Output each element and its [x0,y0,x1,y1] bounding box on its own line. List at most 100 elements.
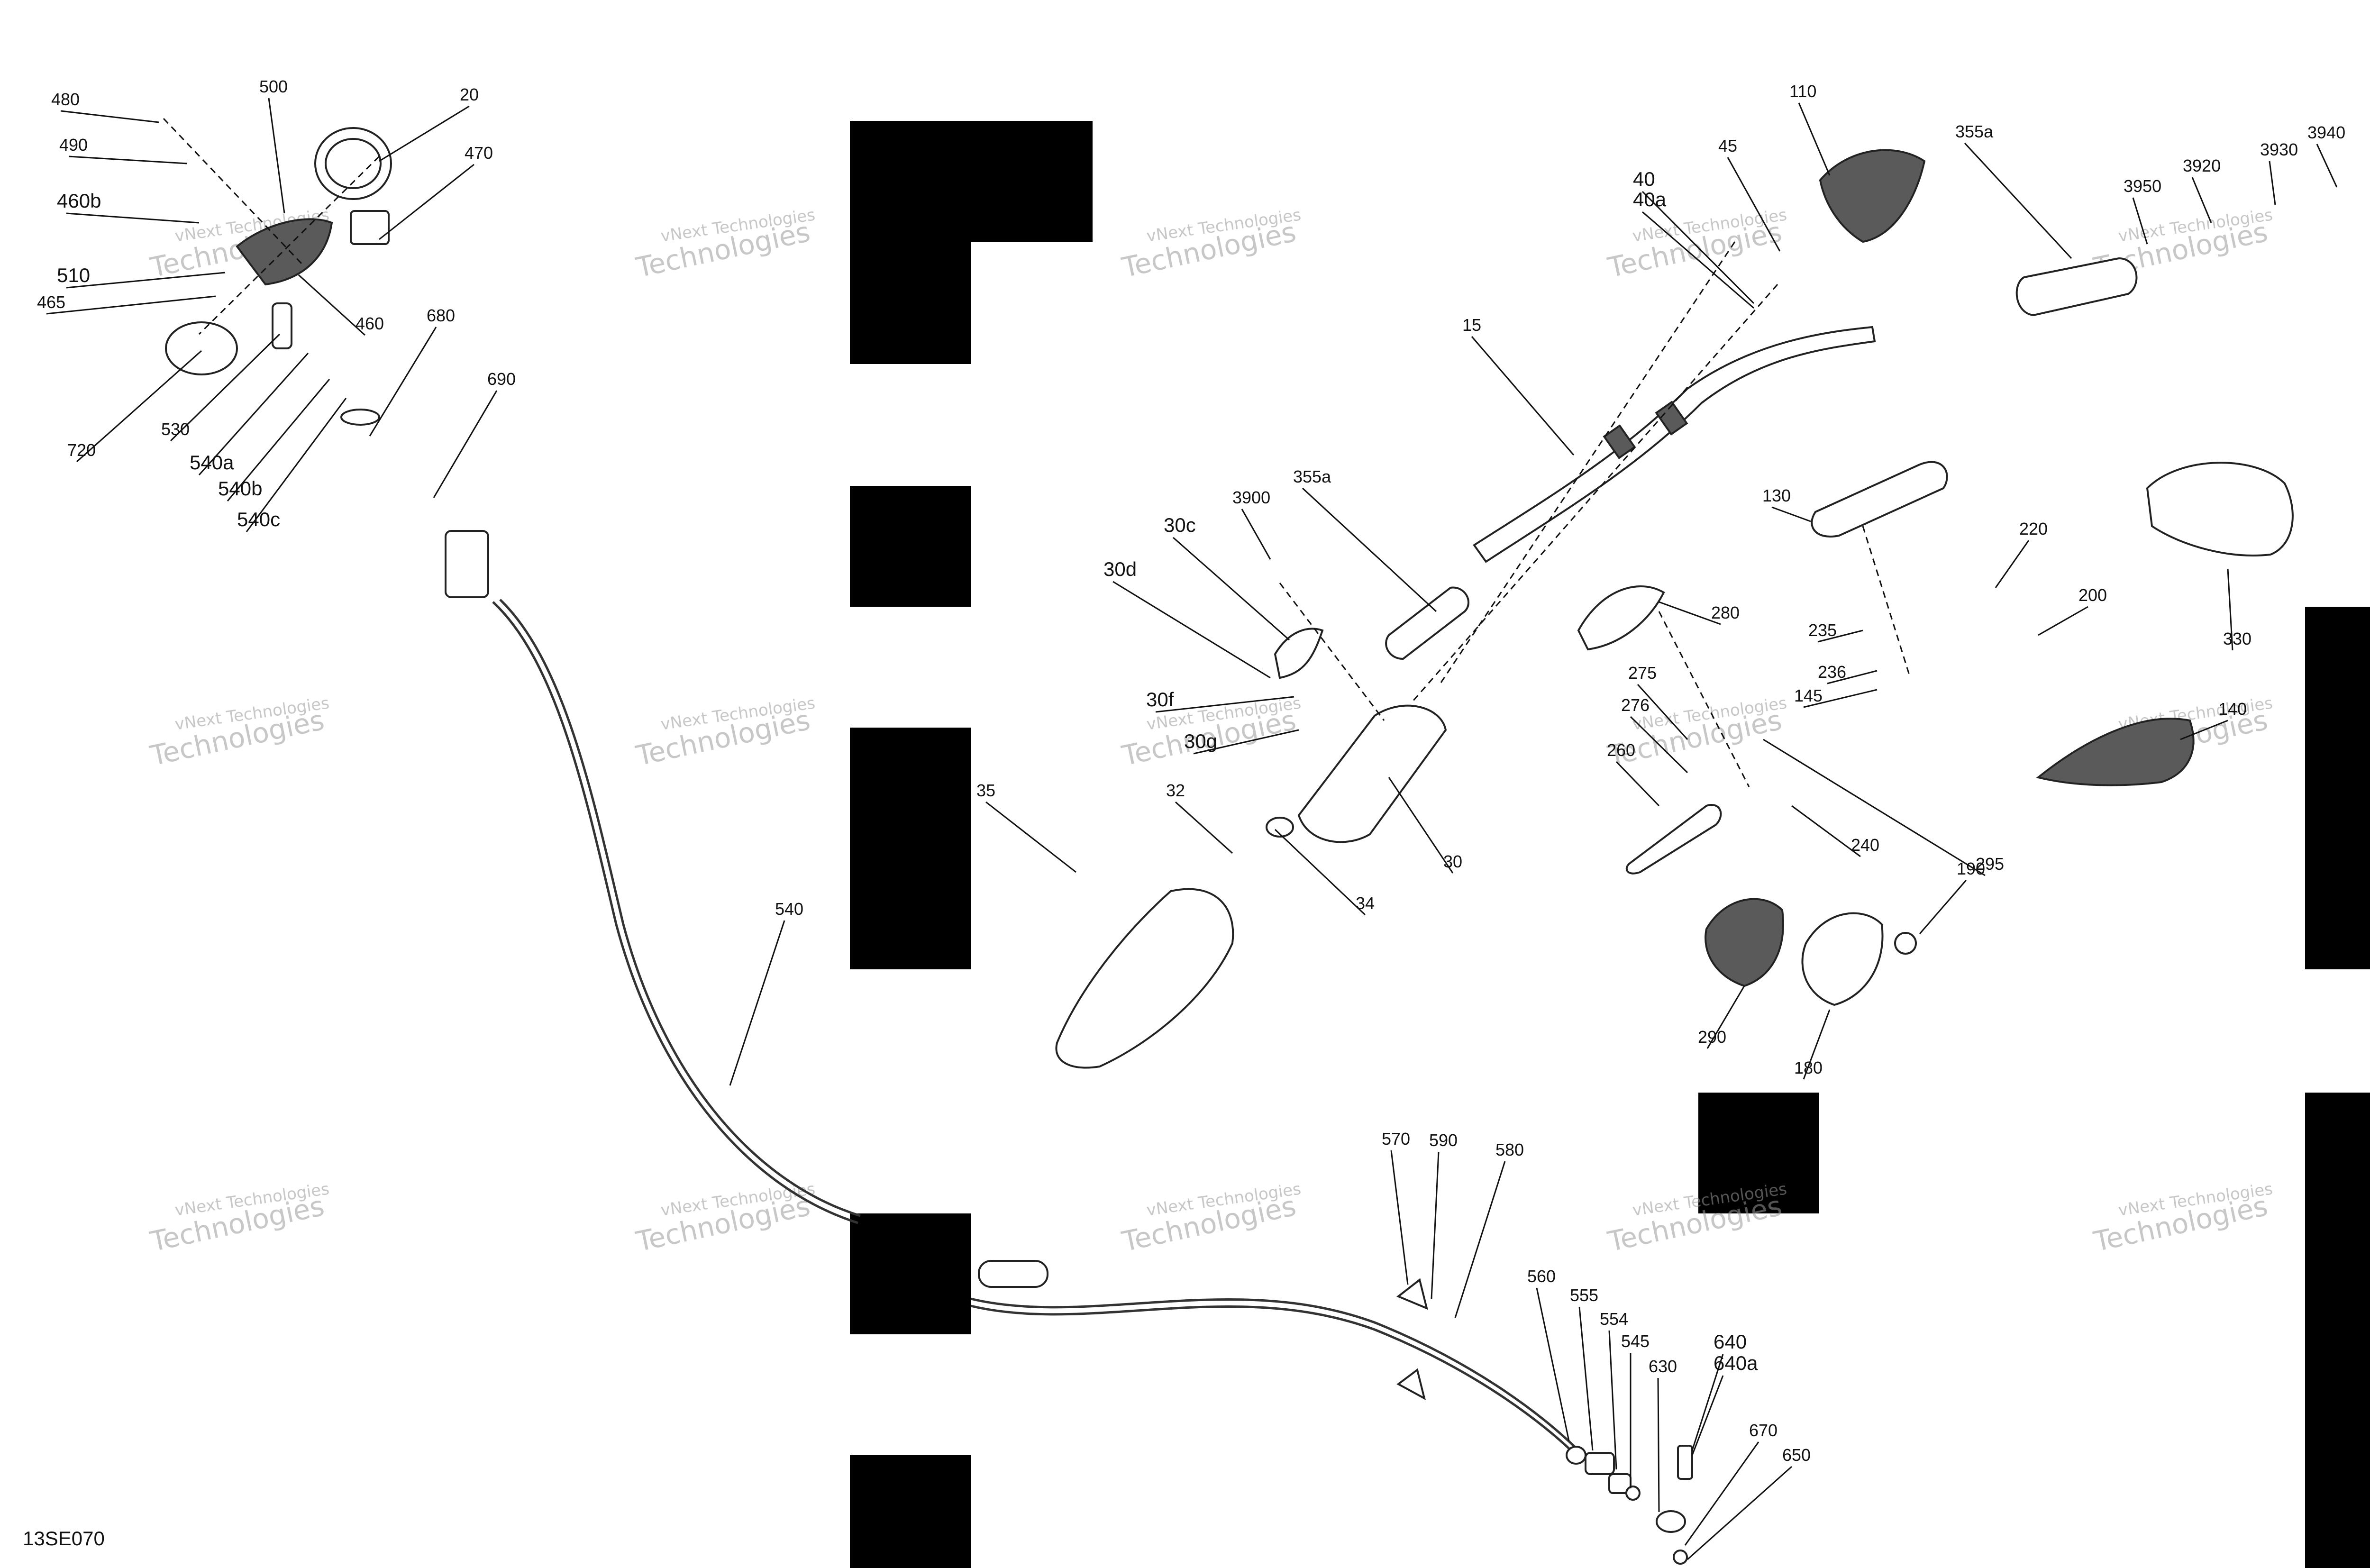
callout-label: 3940 [2307,123,2345,142]
leader-line [1471,336,1575,456]
leader-line [1630,716,1688,774]
nut-190 [1894,932,1917,955]
callout-label: 190 [1957,859,1985,878]
leader-line [66,272,226,289]
callout-label: 30d [1103,558,1137,580]
callout-label: 640a [1714,1352,1758,1374]
leader-line [246,398,347,532]
leader-line [1964,142,2072,259]
callout-label: 355a [1293,467,1331,486]
throttle-cable-lower [970,1304,1579,1459]
leader-line [1173,537,1290,641]
leader-line [60,110,159,123]
leader-line [433,390,498,498]
throttle-grip-35 [1055,888,1234,1069]
leader-line [227,379,330,501]
leader-line [1659,601,1721,625]
callout-label: 540b [218,477,262,500]
leader-line [268,98,285,214]
leader-line [1302,487,1437,612]
leader-line [1608,1330,1617,1470]
callout-label: 650 [1782,1445,1811,1465]
callout-label: 40 [1633,168,1655,190]
cable-end-parts [1396,1278,1693,1565]
callout-label: 35 [976,781,995,800]
callout-label: 140 [2218,699,2247,719]
callout-label: 580 [1495,1140,1524,1159]
callout-label: 40a [1633,188,1667,210]
housing-180 [1801,912,1884,1006]
handlebar-band [1603,424,1636,459]
bracket-570b [1396,1368,1426,1400]
throttle-cap [165,321,238,375]
redaction-block [850,1455,971,1568]
leader-line [2191,177,2212,223]
callout-label: 32 [1166,781,1185,800]
cable-end [272,302,292,349]
leader-line [1615,761,1660,807]
callout-label: 540c [237,508,280,530]
callout-label: 20 [460,85,479,104]
callout-label: 236 [1818,662,1846,682]
leader-line [1791,805,1861,857]
nut-650 [1673,1550,1688,1565]
leader-line [1175,801,1233,854]
bracket-140 [2036,718,2195,786]
leader-line [1919,880,1967,934]
leader-line [2132,197,2148,245]
callout-label: 554 [1600,1309,1628,1329]
callout-label: 510 [57,264,90,286]
fitting-560 [1566,1446,1586,1465]
callout-label: 465 [37,292,65,312]
callout-label: 280 [1711,603,1740,622]
callout-label: 30g [1184,730,1217,752]
callout-label: 640 [1714,1331,1747,1353]
throttle-cable [492,601,858,1224]
leader-line [1684,1441,1759,1546]
handlebar-band [1655,401,1688,436]
callout-label: 480 [51,90,80,109]
redaction-block [2305,607,2370,969]
leader-line [1763,738,1986,876]
leader-line [1388,777,1454,874]
assembly-line [1412,284,1778,702]
leader-line [985,801,1076,873]
leader-line [369,327,437,437]
callout-label: 570 [1382,1129,1410,1149]
leader-line [1241,509,1271,560]
leader-line [198,352,309,476]
bracket-280 [1577,585,1665,651]
leader-line [1803,1009,1831,1080]
leader-line [1155,696,1294,713]
callout-label: 555 [1570,1285,1598,1305]
callout-label: 530 [161,419,190,439]
throttle-cable [499,599,861,1217]
bracket-570 [1396,1278,1428,1310]
callout-label: 235 [1808,620,1837,640]
leader-line [46,295,216,315]
callout-label: 34 [1356,893,1375,913]
callout-label: 275 [1628,663,1657,683]
callout-label: 460 [356,314,384,333]
callout-label: 110 [1789,82,1816,101]
callout-label: 276 [1621,695,1650,715]
assembly-line [1862,526,1911,678]
leader-line [1431,1151,1440,1299]
callout-label: 490 [59,135,88,155]
leader-line [1390,1150,1409,1285]
leader-lines [46,98,2338,1560]
callout-label: 720 [67,440,96,460]
leader-line [68,155,188,164]
switch-cover-130 [1811,461,1948,538]
leader-line [2038,606,2088,636]
leader-line [1641,191,1755,304]
callout-label: 680 [427,306,455,325]
housing-290 [1705,898,1784,987]
lever-240 [1625,804,1722,875]
leader-line [66,212,200,224]
cable-assembly [445,530,1579,1459]
leader-line [1706,985,1745,1049]
callout-label: 30c [1164,514,1196,536]
leader-line [1691,1375,1724,1456]
